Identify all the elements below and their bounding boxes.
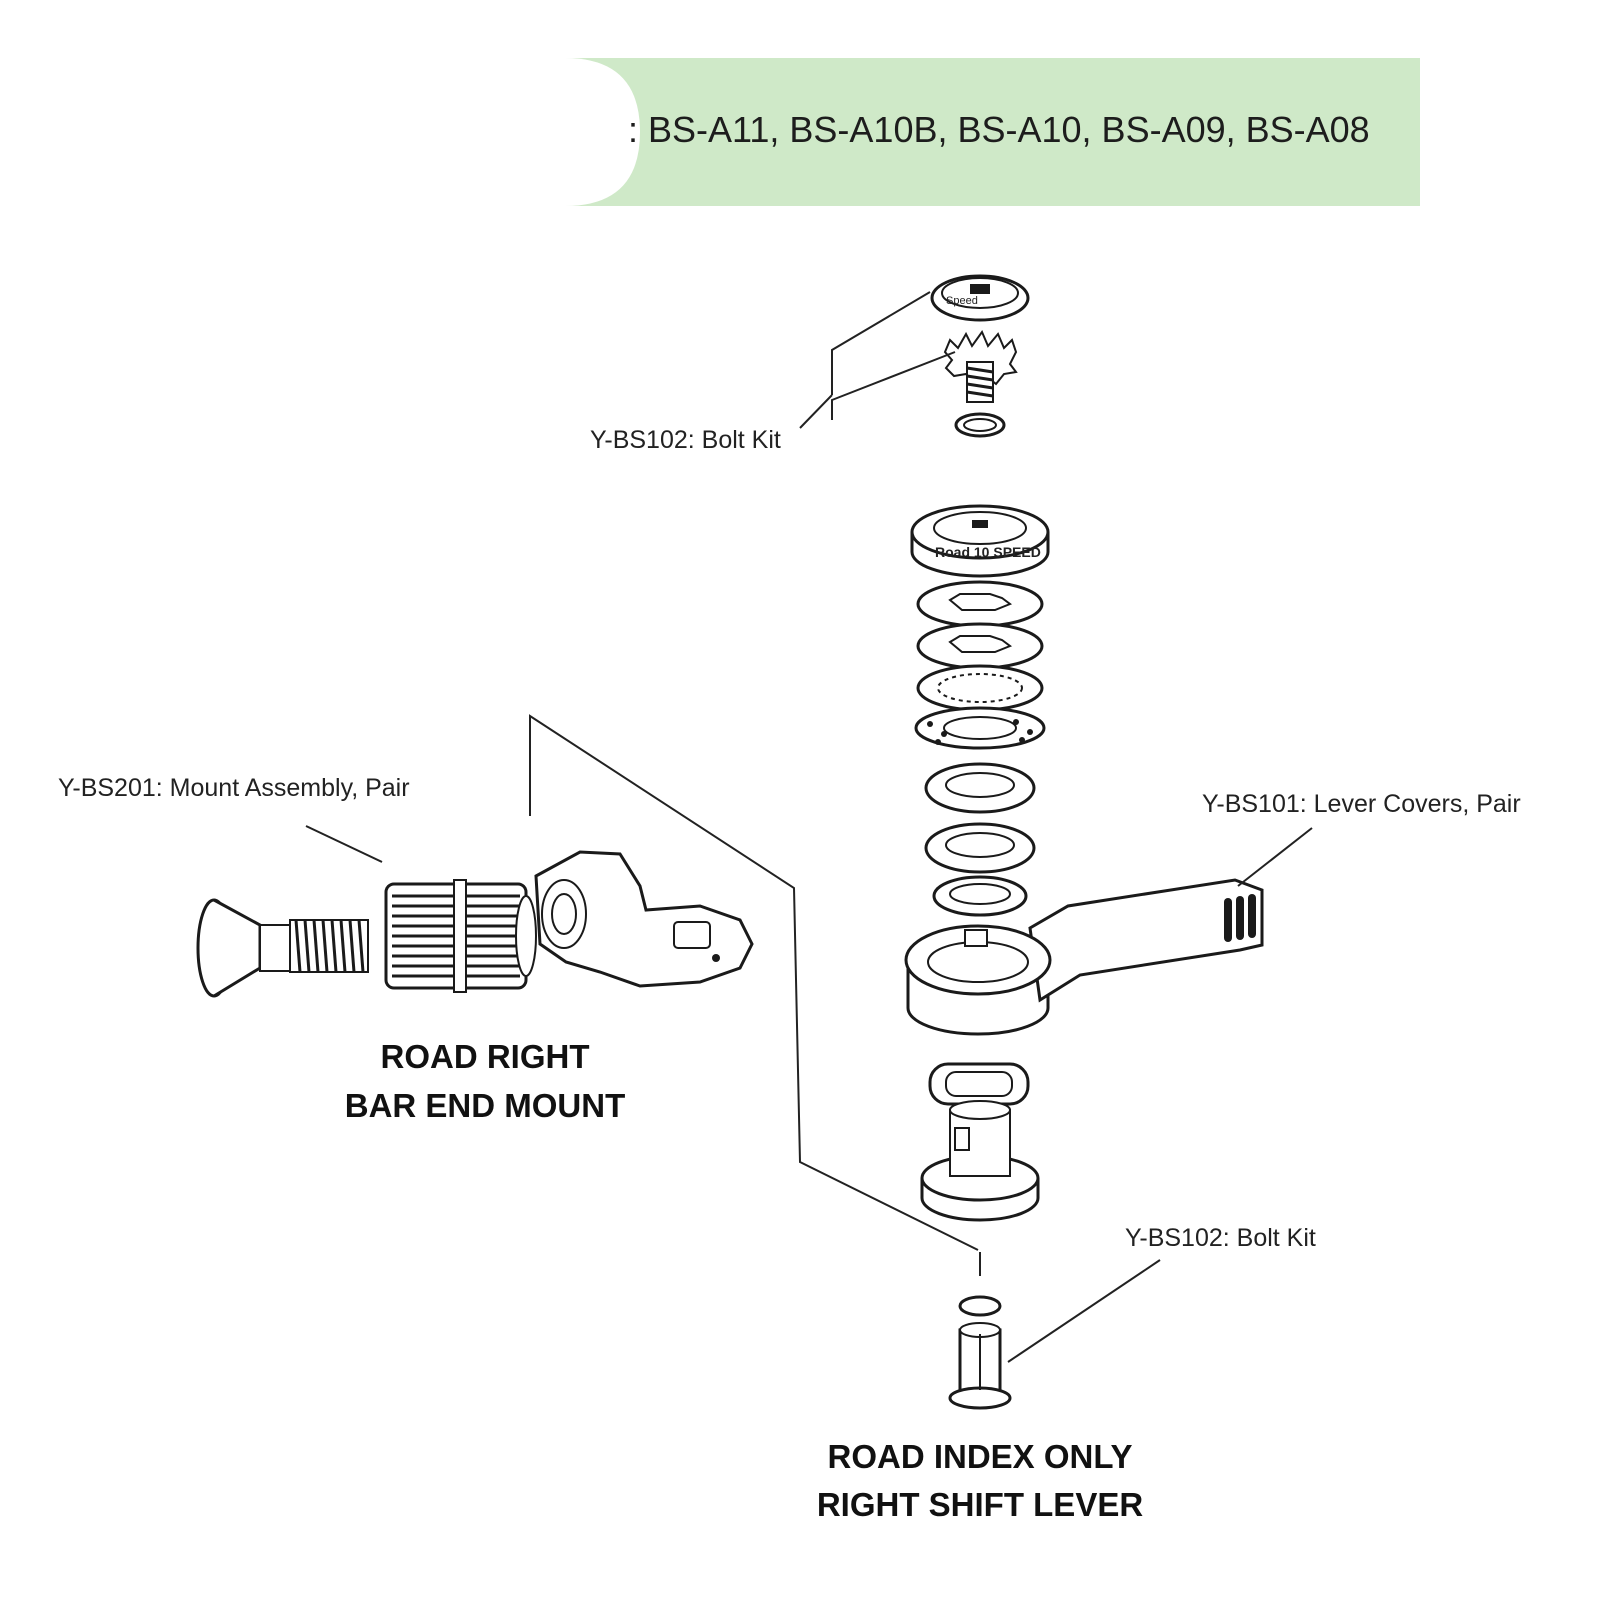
index-plate-1 (916, 580, 1044, 628)
index-plate-2 (916, 622, 1044, 670)
top-bolt-ring-inner (963, 418, 997, 432)
top-bolt-leader (799, 394, 833, 429)
mount-body (534, 850, 754, 988)
bottom-bolt-leader (1007, 1259, 1161, 1363)
title-lever-line2: RIGHT SHIFT LEVER (817, 1486, 1144, 1523)
header-band-background (560, 58, 1420, 206)
mount-to-lever-connector (529, 714, 979, 1251)
top-bolt-cap-hex (970, 284, 990, 294)
title-mount-line2: BAR END MOUNT (345, 1087, 625, 1124)
index-dial: Road 10 SPEED (910, 504, 1050, 578)
lever-covers-leader (1237, 827, 1313, 887)
label-mount-assembly: Y-BS201: Mount Assembly, Pair (58, 774, 410, 802)
bottom-bolt-nut (948, 1322, 1012, 1410)
mount-assembly-leader (305, 825, 383, 863)
shift-lever-body (904, 878, 1264, 1036)
spring-plate (914, 706, 1046, 750)
label-bolt-kit-top: Y-BS102: Bolt Kit (590, 426, 781, 454)
expander-bolt (196, 898, 369, 998)
title-lever-line1: ROAD INDEX ONLY (828, 1438, 1133, 1475)
top-bolt-threads (966, 366, 994, 398)
header-model-list: : BS-A11, BS-A10B, BS-A10, BS-A09, BS-A0… (628, 109, 1370, 150)
top-bolt-bracket (831, 291, 931, 395)
washer-3 (932, 875, 1028, 917)
bottom-bolt-kit-group (948, 1252, 1161, 1410)
top-bolt-star-washer (943, 329, 1018, 386)
expander-sleeve (384, 879, 537, 993)
bar-end-mount-group (196, 825, 754, 998)
top-bolt-cap-marking: Speed (946, 295, 978, 307)
shifter-stack: Road 10 SPEED (904, 504, 1264, 1222)
lever-base (920, 1100, 1040, 1222)
index-plate-3 (916, 664, 1044, 712)
title-mount-line1: ROAD RIGHT (381, 1038, 590, 1075)
washer-2 (924, 822, 1036, 874)
washer-1 (924, 762, 1036, 814)
lever-gasket (928, 1062, 1030, 1106)
header-band-cutout (60, 58, 640, 206)
lever-cover-grip (1224, 894, 1256, 942)
header-band: : BS-A11, BS-A10B, BS-A10, BS-A09, BS-A0… (60, 58, 1420, 206)
label-lever-covers: Y-BS101: Lever Covers, Pair (1202, 790, 1521, 818)
label-bolt-kit-bottom: Y-BS102: Bolt Kit (1125, 1224, 1316, 1252)
index-dial-marking: Road 10 SPEED (935, 544, 1041, 560)
bottom-bolt-ring (958, 1295, 1002, 1317)
top-bolt-kit-group: Speed (799, 274, 1030, 438)
top-bolt-bracket-2 (831, 351, 956, 420)
